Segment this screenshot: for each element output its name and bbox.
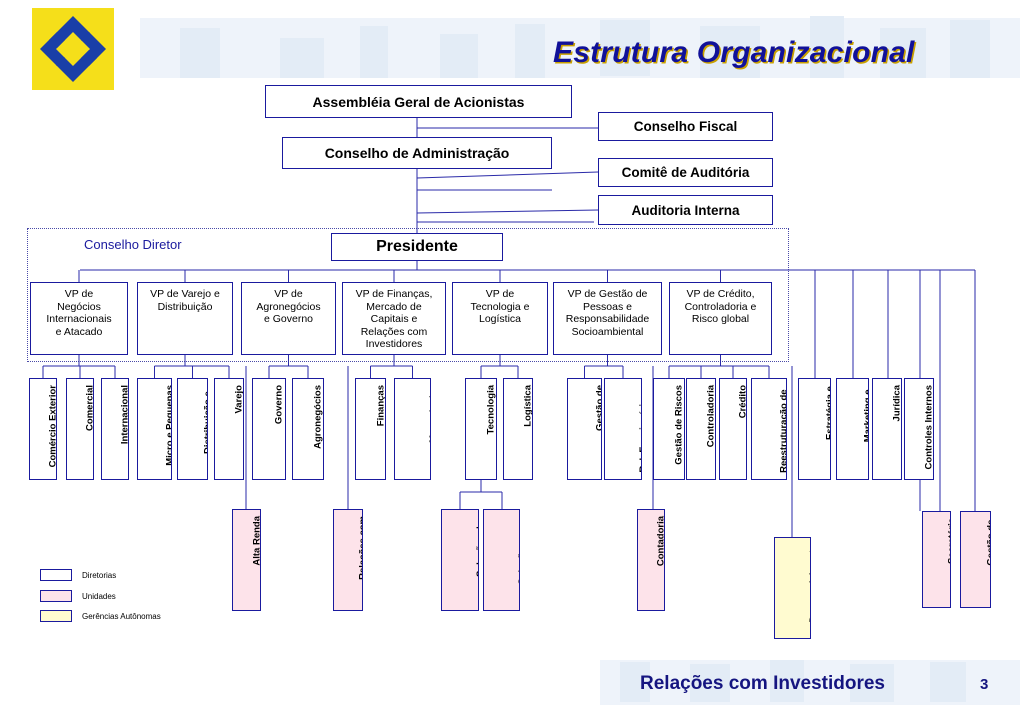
diretoria-box-comercial: Comercial — [66, 378, 94, 480]
legend-diretorias: Diretorias — [40, 569, 116, 581]
unidade-label: Secretária Executiva — [946, 518, 951, 564]
diretoria-label: Jurídica — [891, 385, 902, 422]
comite-auditoria-box: Comitê de Auditória — [598, 158, 773, 187]
vp-box-vp-de-credito-controladoria-e-risco-glob: VP de Crédito, Controladoria e Risco glo… — [669, 282, 772, 355]
connector-line — [416, 171, 599, 179]
diretoria-box-controladoria: Controladoria — [686, 378, 716, 480]
diretoria-box-varejo: Varejo — [214, 378, 244, 480]
auditoria-interna-box: Auditoria Interna — [598, 195, 773, 225]
diretoria-label: Rel. Funcionários e Respons. Socioambien… — [637, 385, 642, 473]
gerencia-box-desenvolvimento-regional-sustentavel: Desenvolvimento Regional Sustentável — [774, 537, 811, 639]
unidade-label: Alta Renda — [250, 516, 261, 566]
diretoria-box-mercado-de-capitais-e-investimentos: Mercado de Capitais e Investimentos — [394, 378, 431, 480]
unidade-box-alta-renda: Alta Renda — [232, 509, 261, 611]
diretoria-label: Gestão de Riscos — [673, 385, 685, 465]
legend-swatch — [40, 590, 72, 602]
diretoria-box-distribuicao-e-canais-de-varejo: Distribuição e Canais de Varejo — [177, 378, 208, 480]
diretoria-box-financas: Finanças — [355, 378, 386, 480]
unidade-box-solucoes-de-infra-estrutura-tecnologica: Soluções de Infra-Estrutura Tecnológica — [441, 509, 479, 611]
vp-box-vp-de-gestao-de-pessoas-e-responsabilida: VP de Gestão de Pessoas e Responsabilida… — [553, 282, 662, 355]
legend-label: Unidades — [82, 591, 116, 601]
diretoria-box-estrategia-e-organizacao: Estratégia e Organização — [798, 378, 831, 480]
legend-label: Diretorias — [82, 570, 117, 580]
diretoria-label: Internacional — [119, 385, 129, 445]
legend-gerencias: Gerências Autônomas — [40, 610, 161, 622]
diretoria-label: Controladoria — [705, 385, 716, 448]
diretoria-box-internacional: Internacional — [101, 378, 129, 480]
diretoria-label: Comércio Exterior — [47, 385, 57, 468]
diretoria-label: Governo — [273, 385, 285, 425]
diretoria-box-tecnologia: Tecnologia — [465, 378, 497, 480]
diretoria-label: Finanças — [374, 385, 386, 427]
conselho-diretor-group — [27, 228, 789, 362]
diretoria-label: Tecnologia — [485, 385, 497, 435]
presidente-box: Presidente — [331, 233, 503, 261]
unidade-label: Contadoria — [655, 516, 665, 567]
vp-box-vp-de-agronegocios-e-governo: VP de Agronegócios e Governo — [241, 282, 336, 355]
footer-title: Relações com Investidores — [640, 673, 885, 694]
diretoria-label: Varejo — [233, 385, 244, 414]
unidade-label: Relações com Investidores — [357, 516, 363, 580]
gerencia-label: Desenvolvimento Regional Sustentável — [807, 544, 811, 623]
page-number: 3 — [980, 676, 989, 693]
diretoria-label: Mercado de Capitais e Investimentos — [427, 390, 431, 444]
diretoria-label: Crédito — [737, 385, 747, 419]
legend-label: Gerências Autônomas — [82, 611, 161, 621]
diretoria-box-gestao-de-riscos: Gestão de Riscos — [653, 378, 685, 480]
unidade-label: Soluções em Desenvolvimento de Aplicativ… — [516, 526, 520, 585]
diretoria-label: Logística — [522, 385, 533, 427]
unidade-box-gestao-de-seguranca: Gestão de Segurança — [960, 511, 991, 608]
unidade-label: Gestão de Segurança — [985, 519, 991, 566]
diretoria-label: Distribuição e Canais de Varejo — [202, 391, 208, 455]
diretoria-box-rel-funcionarios-e-respons-socioambienta: Rel. Funcionários e Respons. Socioambien… — [604, 378, 642, 480]
page-title: Estrutura Organizacional — [553, 36, 915, 69]
diretoria-label: Comercial — [84, 385, 94, 431]
vp-box-vp-de-tecnologia-e-logistica: VP de Tecnologia e Logística — [452, 282, 548, 355]
banco-do-brasil-logo-icon — [32, 8, 114, 90]
diretoria-box-governo: Governo — [252, 378, 286, 480]
diretoria-box-agronegocios: Agronegócios — [292, 378, 324, 480]
conselho-administracao-box: Conselho de Administração — [282, 137, 552, 169]
assembleia-box: Assembléia Geral de Acionistas — [265, 85, 572, 118]
connector-line — [416, 209, 599, 214]
diretoria-box-micro-e-pequenas-empresas: Micro e Pequenas Empresas — [137, 378, 172, 480]
diretoria-box-marketing-e-comunicacao: Marketing e Comunicação — [836, 378, 869, 480]
conselho-diretor-label: Conselho Diretor — [84, 237, 182, 252]
vp-box-vp-de-negocios-internacionais-e-atacado: VP de Negócios Internacionais e Atacado — [30, 282, 128, 355]
diretoria-box-juridica: Jurídica — [872, 378, 902, 480]
diretoria-label: Controles Internos — [923, 385, 934, 470]
diretoria-label: Micro e Pequenas Empresas — [164, 385, 172, 466]
diretoria-label: Reestruturação de Ativos Operacionais — [778, 389, 787, 473]
conselho-fiscal-box: Conselho Fiscal — [598, 112, 773, 141]
diretoria-box-logistica: Logística — [503, 378, 533, 480]
legend-swatch — [40, 569, 72, 581]
diretoria-label: Agronegócios — [312, 385, 324, 449]
unidade-box-relacoes-com-investidores: Relações com Investidores — [333, 509, 363, 611]
diretoria-label: Marketing e Comunicação — [862, 389, 869, 443]
unidade-box-secretaria-executiva: Secretária Executiva — [922, 511, 951, 608]
unidade-label: Soluções de Infra-Estrutura Tecnológica — [474, 521, 479, 577]
unidade-box-solucoes-em-desenvolvimento-de-aplicativ: Soluções em Desenvolvimento de Aplicativ… — [483, 509, 520, 611]
legend-swatch — [40, 610, 72, 622]
diretoria-label: Estratégia e Organização — [824, 386, 831, 441]
diretoria-box-credito: Crédito — [719, 378, 747, 480]
diretoria-box-comercio-exterior: Comércio Exterior — [29, 378, 57, 480]
unidade-box-contadoria: Contadoria — [637, 509, 665, 611]
vp-box-vp-de-varejo-e-distribuicao: VP de Varejo e Distribuição — [137, 282, 233, 355]
diretoria-box-gestao-de-pessoas: Gestão de Pessoas — [567, 378, 602, 480]
diretoria-box-reestruturacao-de-ativos-operacionais: Reestruturação de Ativos Operacionais — [751, 378, 787, 480]
vp-box-vp-de-financas-mercado-de-capitais-e-rel: VP de Finanças, Mercado de Capitais e Re… — [342, 282, 446, 355]
diretoria-label: Gestão de Pessoas — [594, 385, 602, 431]
diretoria-box-controles-internos: Controles Internos — [904, 378, 934, 480]
legend-unidades: Unidades — [40, 590, 116, 602]
